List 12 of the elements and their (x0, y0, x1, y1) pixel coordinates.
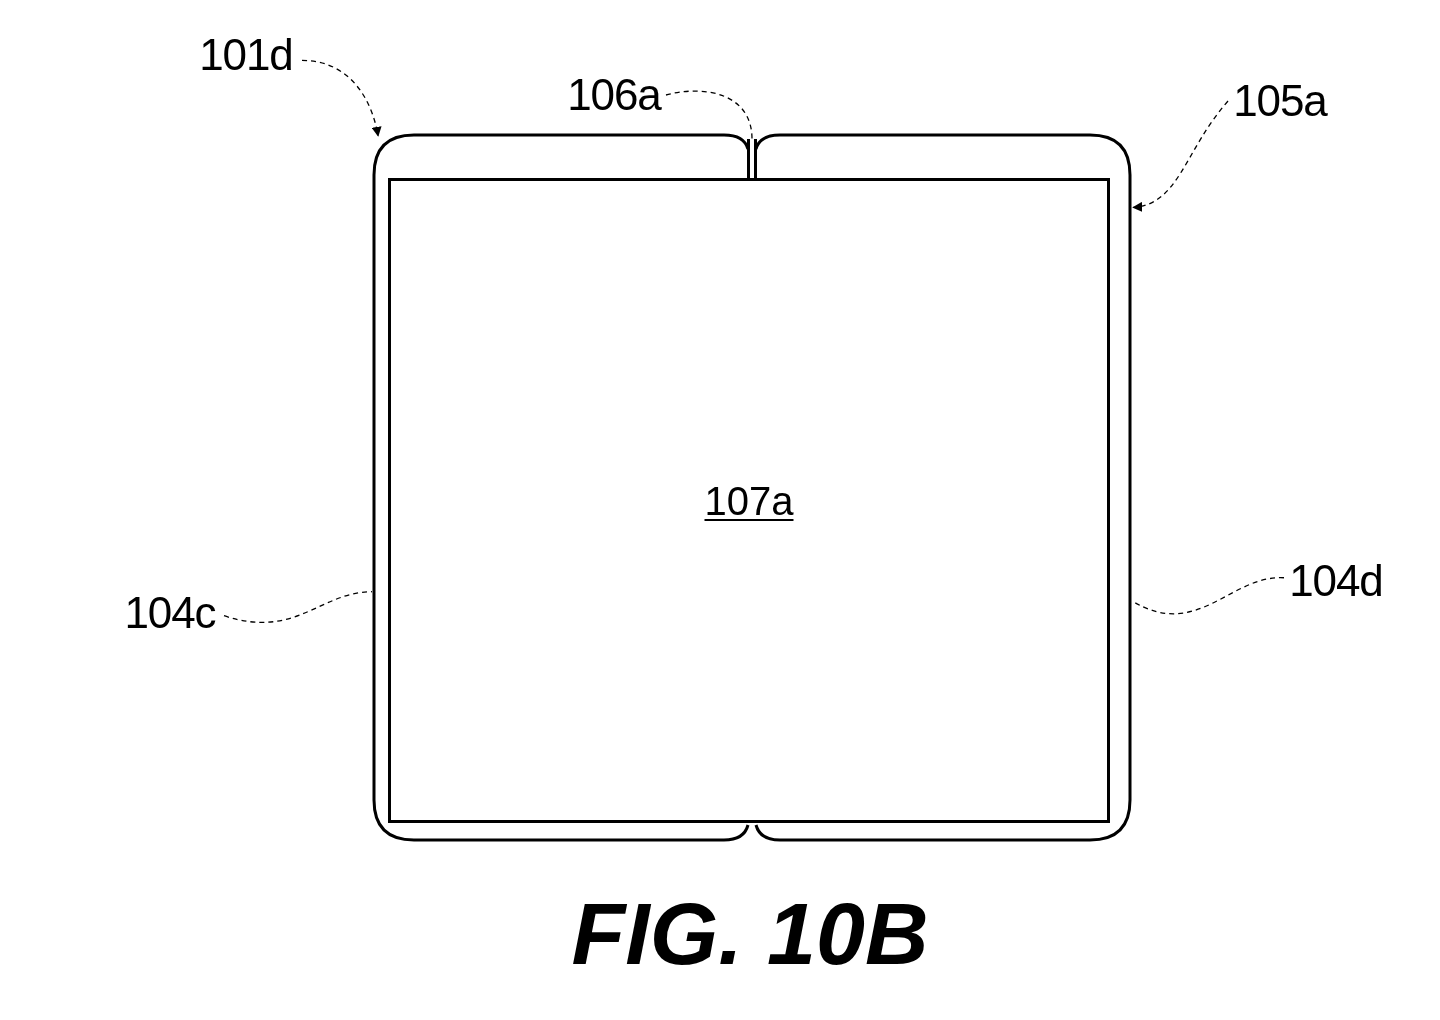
figure-caption: FIG. 10B (570, 890, 930, 978)
reference-numeral: 106a (562, 68, 666, 122)
leader-line (665, 90, 753, 140)
leader-line (301, 59, 382, 137)
reference-numeral: 107a (704, 480, 794, 521)
reference-numeral: 104c (116, 586, 224, 640)
leader-line (1132, 100, 1229, 211)
hinge-bar (747, 139, 757, 179)
reference-numeral: 101d (190, 28, 302, 82)
reference-numeral: 105a (1228, 74, 1332, 128)
reference-numeral: 104d (1284, 554, 1388, 608)
leader-line (223, 591, 373, 623)
